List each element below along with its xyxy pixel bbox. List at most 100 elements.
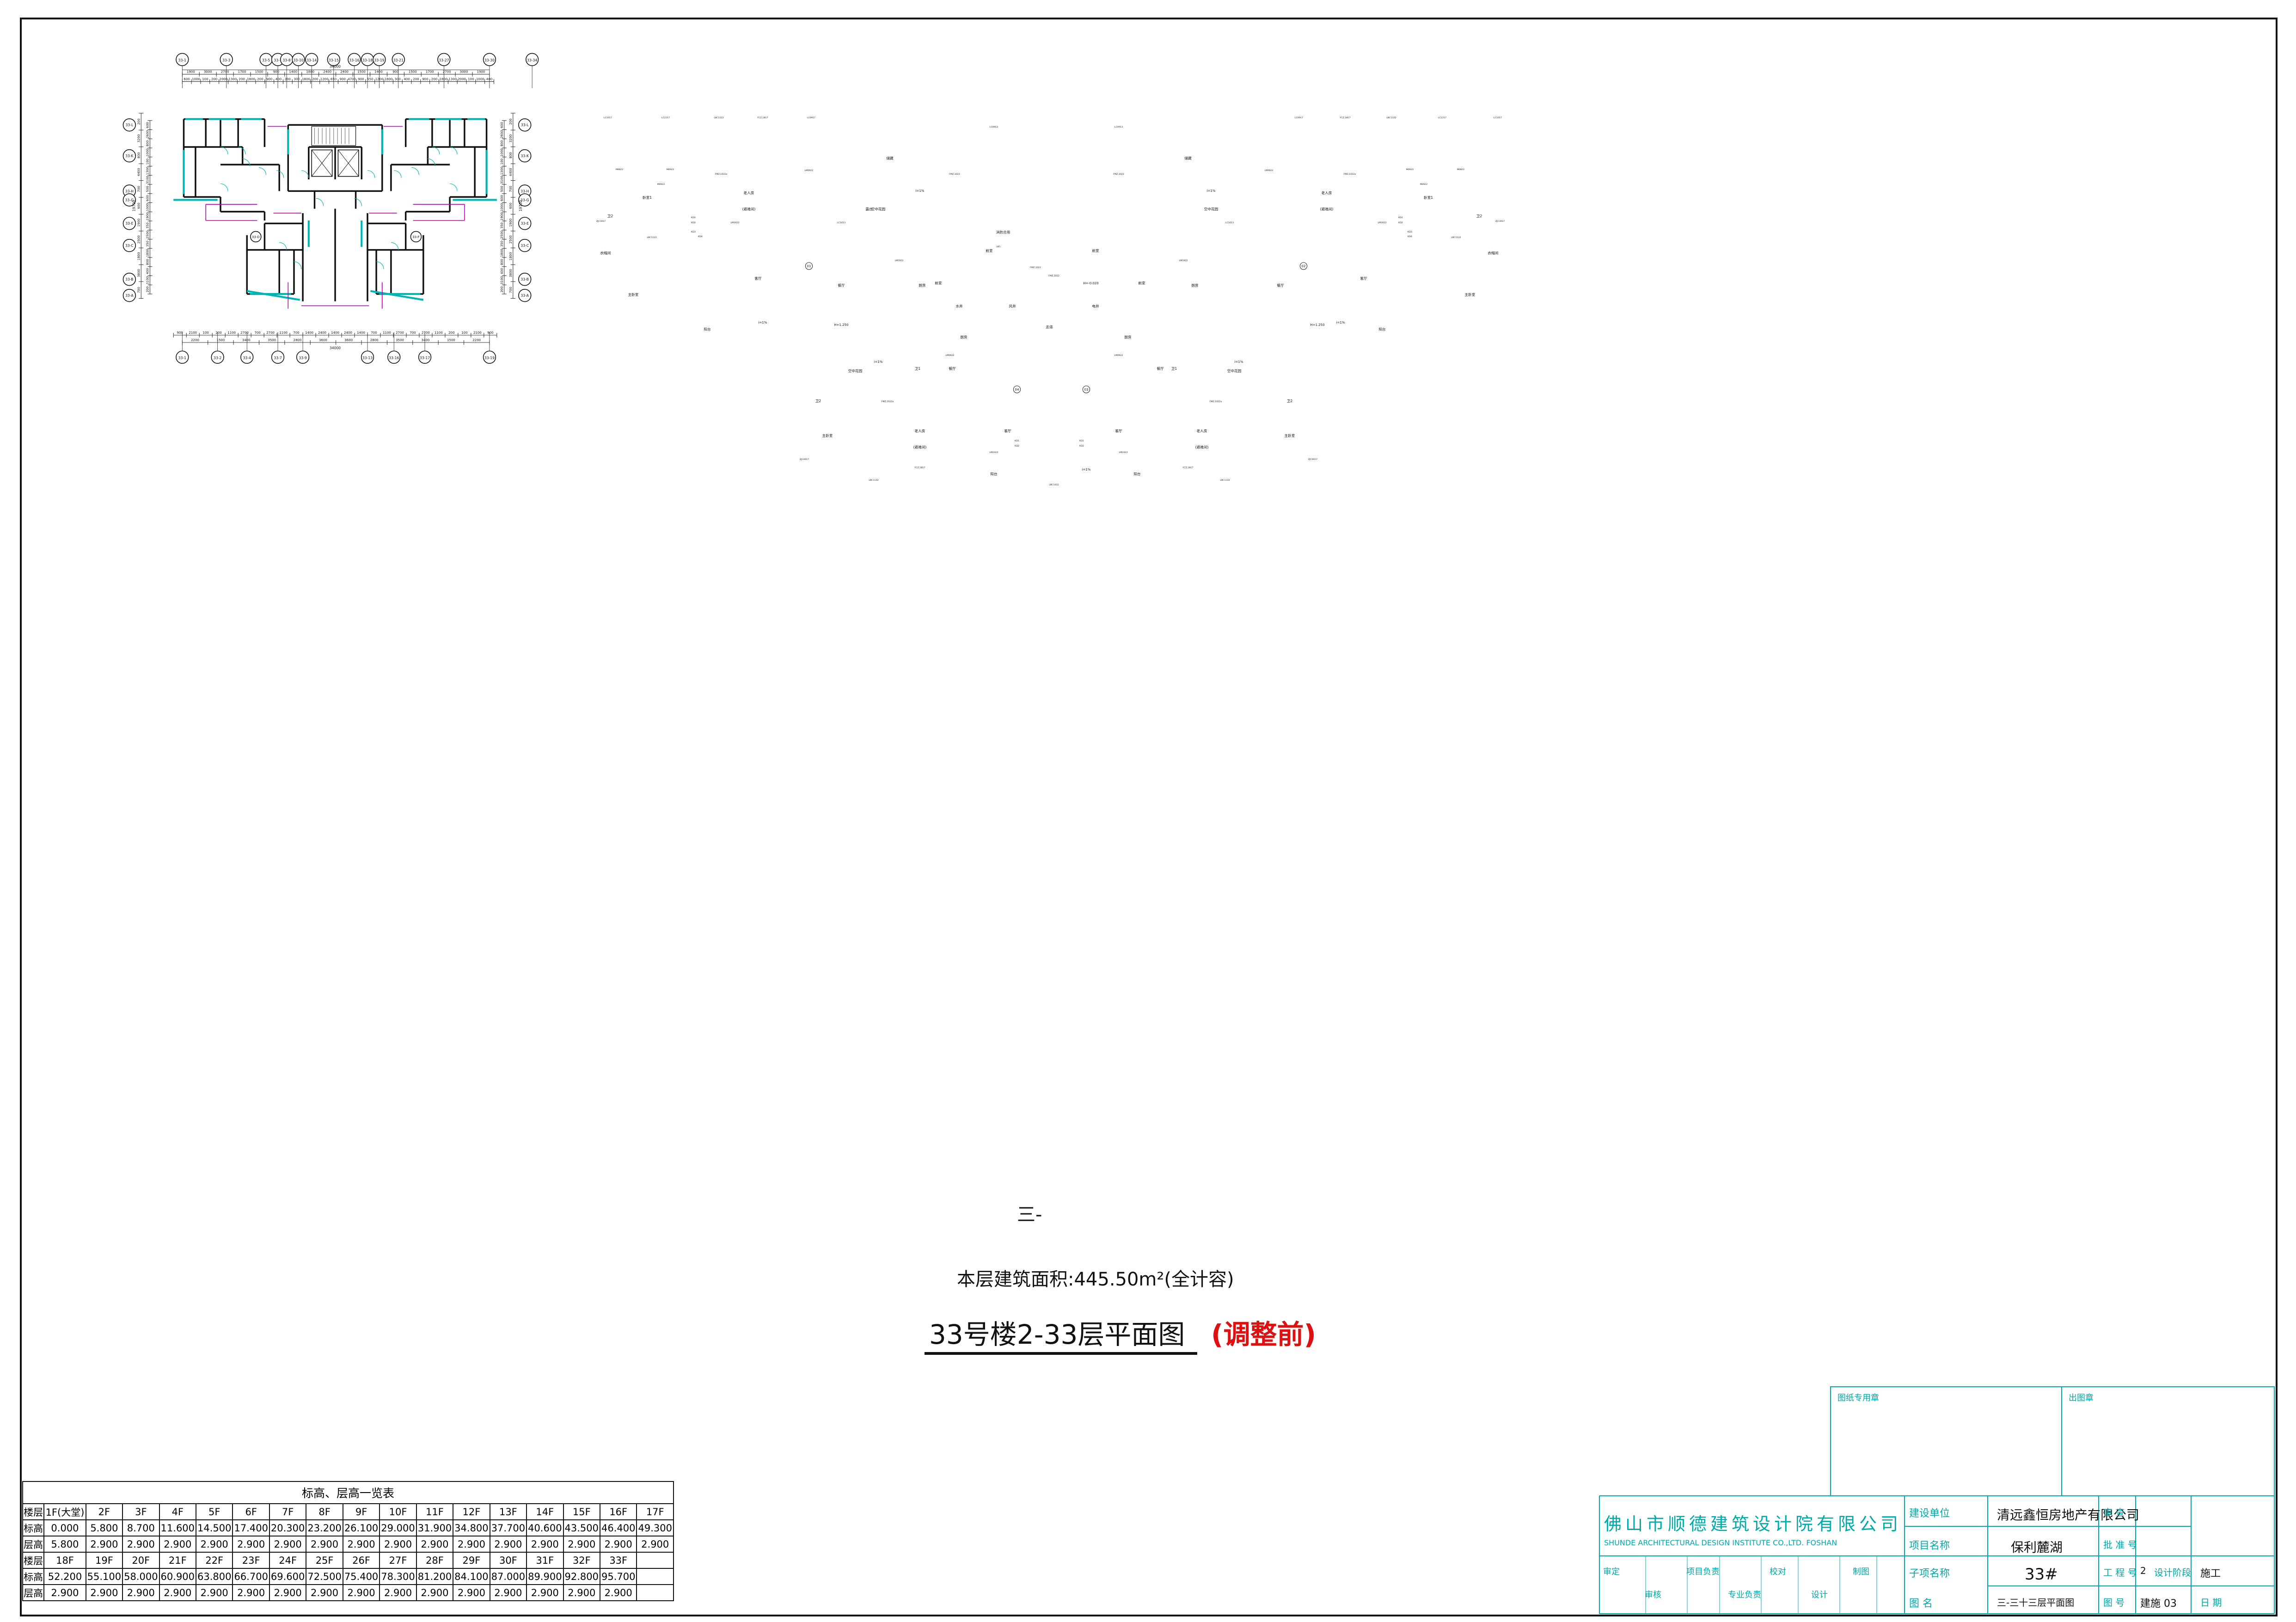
table-cell: 2.900	[379, 1584, 417, 1601]
unit-marker	[805, 262, 813, 270]
dim-value: 400	[486, 78, 492, 81]
title-block-text: 三-三十三层平面图	[1997, 1597, 2075, 1608]
dim-value: 700	[137, 287, 141, 293]
door-swing	[242, 158, 251, 166]
dim-value: 2100	[189, 331, 197, 335]
room-label: 前室	[1138, 281, 1145, 285]
dim-value: 2400	[323, 70, 331, 74]
dim-value: 400	[276, 78, 282, 81]
table-cell: 27F	[379, 1552, 417, 1569]
dim-value: 3500	[396, 338, 404, 342]
axis-bubble	[292, 53, 305, 66]
table-cell: 34.800	[453, 1519, 490, 1536]
dim-value: 900	[273, 70, 279, 74]
dim-value: 3800	[509, 269, 513, 277]
axis-label: 33-3	[222, 58, 230, 62]
room-label: 主卧室	[1285, 433, 1295, 438]
room-label: 前室	[1092, 248, 1099, 253]
element-tag: LC0913	[990, 126, 998, 129]
door-swing	[367, 170, 375, 178]
room-label: 厨房	[960, 335, 967, 339]
title-block-text: 项目负责	[1686, 1567, 1720, 1577]
table-cell: 2.900	[453, 1536, 490, 1553]
dim-value: 3600	[319, 338, 327, 342]
floor-area-note: 本层建筑面积:445.50m²(全计容)	[957, 1269, 1234, 1290]
room-label: 老人房	[1197, 428, 1207, 433]
room-label: 老人房	[1322, 190, 1332, 195]
table-cell: 2.900	[342, 1584, 380, 1601]
room-label: 主卧室	[1465, 292, 1476, 297]
element-tag: LM2423	[1119, 451, 1128, 454]
table-cell: 6F	[232, 1503, 270, 1520]
dim-value: 3000	[204, 70, 212, 74]
room-label: 储藏	[1184, 156, 1192, 160]
room-label: 露台	[865, 207, 873, 211]
axis-label: 33-C	[125, 244, 134, 248]
axis-label: 33-13	[362, 356, 373, 360]
table-cell: 2.900	[196, 1584, 233, 1601]
dim-value: 900	[177, 331, 183, 335]
title-block-text: 出图章	[2069, 1393, 2094, 1403]
table-cell: 2.900	[526, 1584, 564, 1601]
element-tag: LC1613	[1225, 221, 1234, 224]
dim-value: 200	[285, 78, 291, 81]
table-cell: 2.900	[122, 1536, 160, 1553]
axis-bubble	[518, 289, 532, 302]
table-cell: 66.700	[232, 1568, 270, 1585]
axis-label: 33-4	[243, 356, 251, 360]
axis-bubble	[410, 231, 422, 243]
element-tag: LC2217	[1438, 116, 1446, 119]
dim-value: 1200	[375, 78, 384, 81]
table-cell: 2.900	[563, 1536, 601, 1553]
axis-bubble	[327, 53, 341, 66]
axis-bubble	[122, 149, 136, 163]
table-cell: 30F	[489, 1552, 527, 1569]
door-swing	[220, 183, 228, 191]
dim-value: 800	[500, 140, 504, 146]
table-cell: 29F	[453, 1552, 490, 1569]
element-tag: FCZ,1817	[915, 466, 925, 469]
element-tag: M0922	[667, 168, 674, 171]
dim-value: 2500	[146, 231, 149, 239]
axis-label: 33-14	[306, 58, 317, 62]
table-cell: 7F	[269, 1503, 307, 1520]
table-cell: 78.300	[379, 1568, 417, 1585]
dim-value: 2700	[443, 70, 451, 74]
table-cell: 9F	[342, 1503, 380, 1520]
dim-value: 1800	[509, 252, 513, 261]
dim-value: 200	[211, 78, 217, 81]
dim-value: 1800	[302, 78, 310, 81]
table-cell: 89.900	[526, 1568, 564, 1585]
dim-value: 2000	[458, 78, 466, 81]
axis-bubble	[348, 53, 361, 66]
room-label: 阳台	[1378, 327, 1386, 331]
dim-value: 2000	[220, 78, 228, 81]
dim-value: 200	[448, 331, 454, 335]
element-tag: ZJC3917	[596, 220, 606, 223]
door-swing	[294, 261, 302, 269]
table-cell: 33F	[599, 1552, 637, 1569]
dim-value: 350	[500, 241, 504, 247]
element-tag: LBC1122	[647, 236, 656, 239]
table-cell: 23F	[232, 1552, 270, 1569]
dim-value: 200	[216, 331, 222, 335]
room-label: 卫2	[607, 214, 613, 218]
element-tag: LC0917	[1295, 116, 1303, 119]
door-swing	[316, 198, 324, 206]
room-label: 空中花园	[1227, 368, 1242, 373]
element-tag: LM1922	[895, 259, 904, 262]
axis-label: 33-E	[521, 221, 529, 226]
table-cell: 2.900	[159, 1536, 197, 1553]
title-block-text: 建施 03	[2140, 1598, 2177, 1610]
dim-total: 19700	[519, 200, 523, 211]
element-tag: KD3	[691, 231, 696, 233]
dim-value: 2500	[500, 231, 504, 239]
dim-value: 400	[404, 78, 410, 81]
door-swing	[450, 183, 458, 191]
dim-value: 1800	[146, 249, 149, 257]
element-tag: FMZ,1022	[1113, 173, 1124, 176]
dim-value: 800	[509, 152, 513, 158]
